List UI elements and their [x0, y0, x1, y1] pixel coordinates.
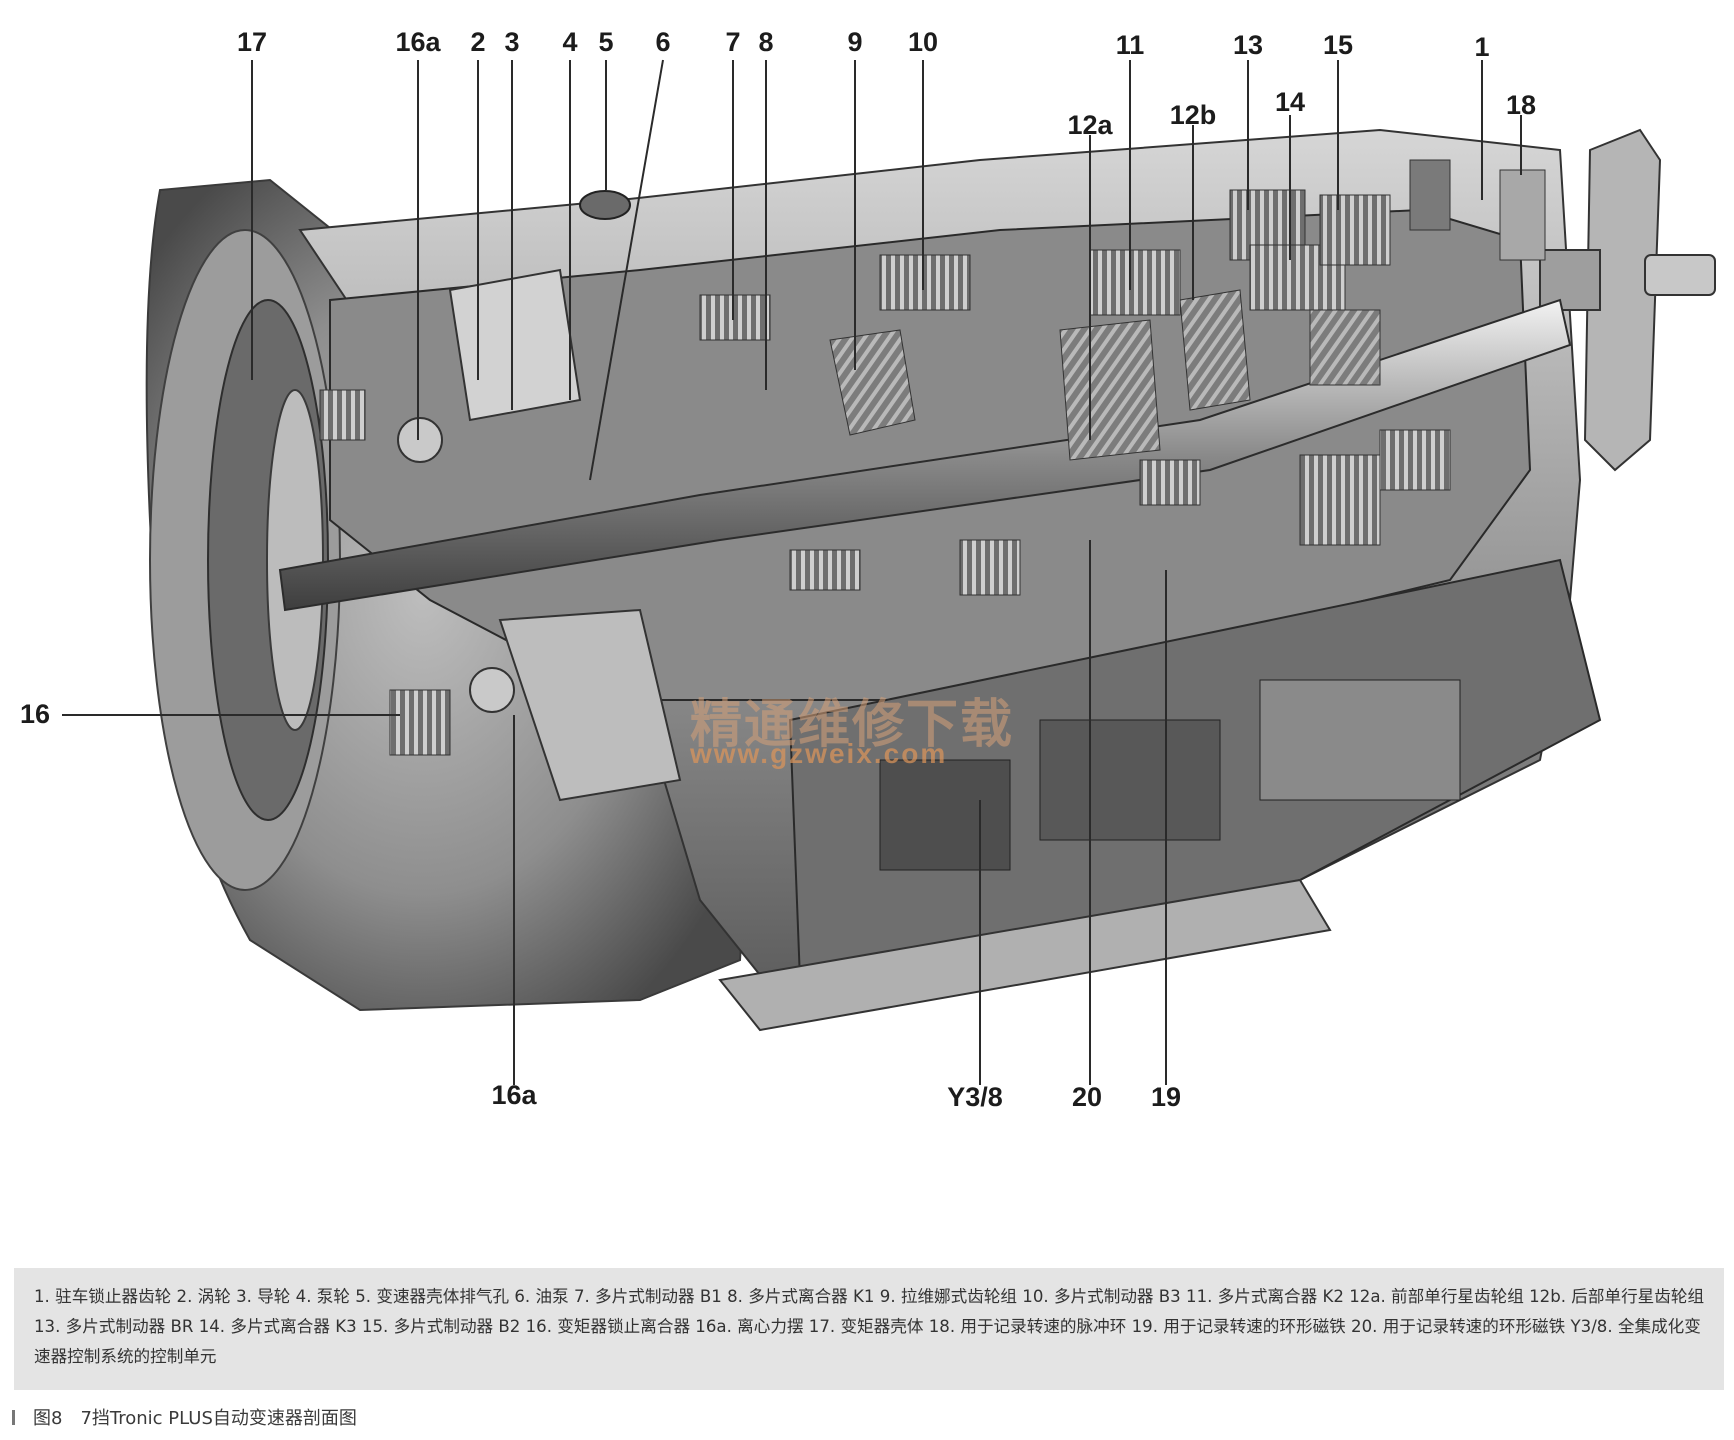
callout-12a: 12a: [1067, 110, 1113, 140]
figure-title-row: 图8 7挡Tronic PLUS自动变速器剖面图: [12, 1404, 357, 1430]
callout-8: 8: [758, 27, 774, 57]
callout-14: 14: [1274, 87, 1306, 117]
callout-12b: 12b: [1169, 100, 1217, 130]
callout-1: 1: [1474, 32, 1490, 62]
callout-19: 19: [1150, 1082, 1182, 1112]
callout-6: 6: [655, 27, 671, 57]
callout-y3-8: Y3/8: [947, 1082, 1003, 1112]
valve-body: [718, 558, 1602, 1032]
title-marker: [12, 1409, 15, 1425]
legend-text: 1. 驻车锁止器齿轮 2. 涡轮 3. 导轮 4. 泵轮 5. 变速器壳体排气孔…: [34, 1287, 1705, 1366]
callout-5: 5: [598, 27, 614, 57]
callout-18: 18: [1505, 90, 1537, 120]
callout-16a-top: 16a: [395, 27, 441, 57]
figure-title: 图8 7挡Tronic PLUS自动变速器剖面图: [33, 1408, 357, 1429]
watermark-url: www.gzweix.com: [690, 738, 948, 769]
callout-9: 9: [847, 27, 863, 57]
clutch-packs-upper: [699, 159, 1546, 341]
callout-16a-bottom: 16a: [491, 1080, 537, 1110]
callout-11: 11: [1115, 30, 1145, 60]
callout-10: 10: [907, 27, 939, 57]
callout-2: 2: [470, 27, 486, 57]
callout-13: 13: [1232, 30, 1264, 60]
callout-4: 4: [562, 27, 578, 57]
output-flange: [1539, 128, 1716, 472]
callout-16: 16: [20, 699, 51, 729]
pump-turbine-area: [397, 190, 682, 802]
watermark-text: 精通维修下载: [690, 694, 1015, 755]
callout-20: 20: [1071, 1082, 1103, 1112]
main-shaft: [278, 298, 1572, 612]
callout-17: 17: [236, 27, 268, 57]
callout-7: 7: [725, 27, 741, 57]
callout-15: 15: [1322, 30, 1354, 60]
gear-sets: [829, 289, 1381, 461]
clutch-packs-lower: [319, 389, 1451, 756]
callout-3: 3: [504, 27, 520, 57]
legend-box: 1. 驻车锁止器齿轮 2. 涡轮 3. 导轮 4. 泵轮 5. 变速器壳体排气孔…: [14, 1268, 1724, 1390]
leader-lines: [62, 59, 1522, 1085]
